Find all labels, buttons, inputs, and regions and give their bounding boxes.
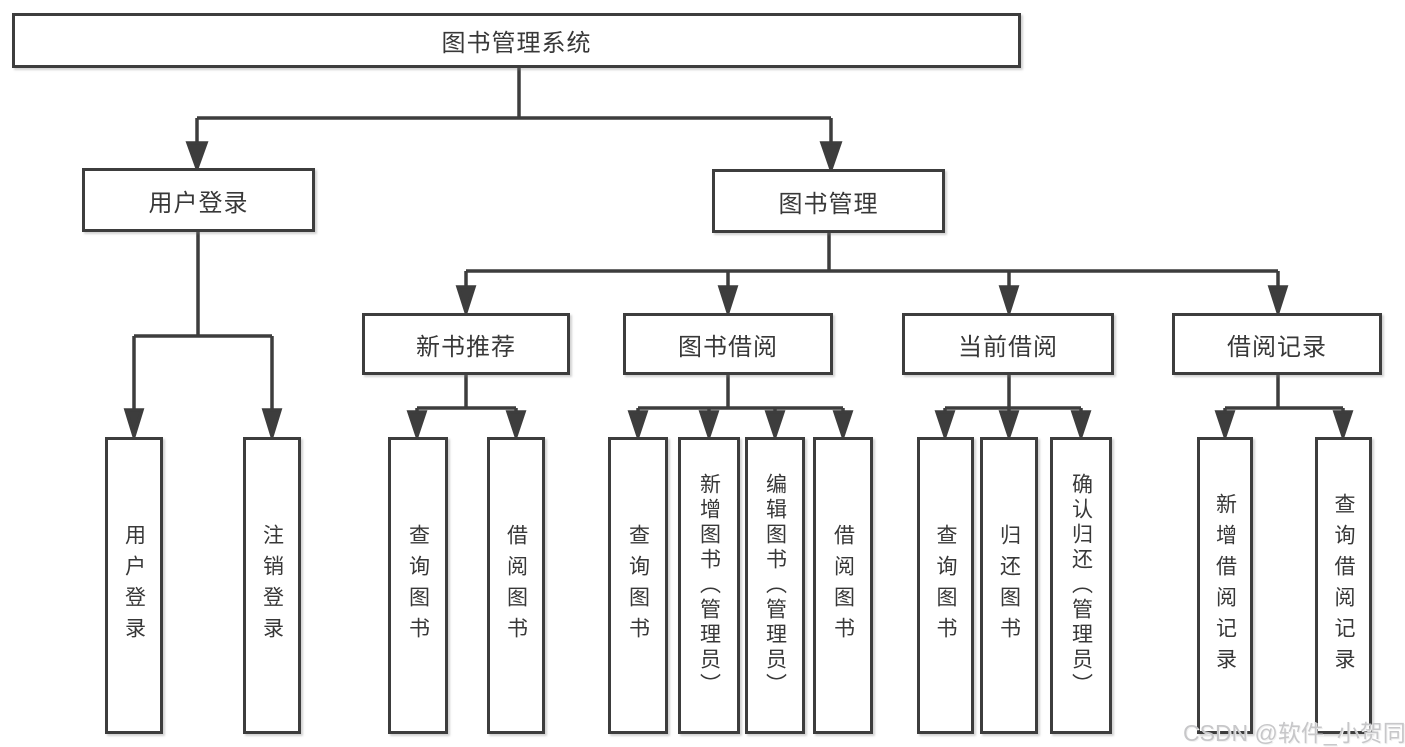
connector-current-borrow-to-children [934,373,1092,442]
node-new-book-recommend: 新书推荐 [362,313,570,375]
leaf-borrow-books-recommend: 借阅图书 [487,437,545,734]
leaf-query-borrow-record: 查询借阅记录 [1315,437,1372,734]
leaf-edit-books-admin: 编辑图书（管理员） [745,437,805,734]
node-library-system: 图书管理系统 [12,13,1021,68]
leaf-logout: 注销登录 [243,437,301,734]
connector-root-to-level2 [185,66,843,175]
node-user-login-module: 用户登录 [82,168,315,232]
node-book-borrow: 图书借阅 [623,313,833,375]
leaf-add-borrow-record: 新增借阅记录 [1197,437,1253,734]
leaf-return-books: 归还图书 [980,437,1038,734]
connector-book-mgmt-to-level3 [455,231,1289,318]
connector-book-borrow-to-children [627,373,854,442]
leaf-borrow-books: 借阅图书 [813,437,873,734]
leaf-add-books-admin: 新增图书（管理员） [678,437,740,734]
leaf-confirm-return-admin: 确认归还（管理员） [1050,437,1112,734]
node-book-management: 图书管理 [712,169,945,233]
csdn-watermark: CSDN @软件_小贺同学 [1183,720,1405,746]
leaf-user-login: 用户登录 [105,437,163,734]
connector-user-login-to-children [123,231,283,442]
leaf-query-books-borrow: 查询图书 [608,437,668,734]
node-current-borrow: 当前借阅 [902,313,1114,375]
connector-records-to-children [1214,373,1354,442]
node-borrow-records: 借阅记录 [1172,313,1382,375]
leaf-query-books-current: 查询图书 [917,437,974,734]
leaf-query-books-recommend: 查询图书 [388,437,448,734]
connector-new-books-to-children [406,373,527,442]
